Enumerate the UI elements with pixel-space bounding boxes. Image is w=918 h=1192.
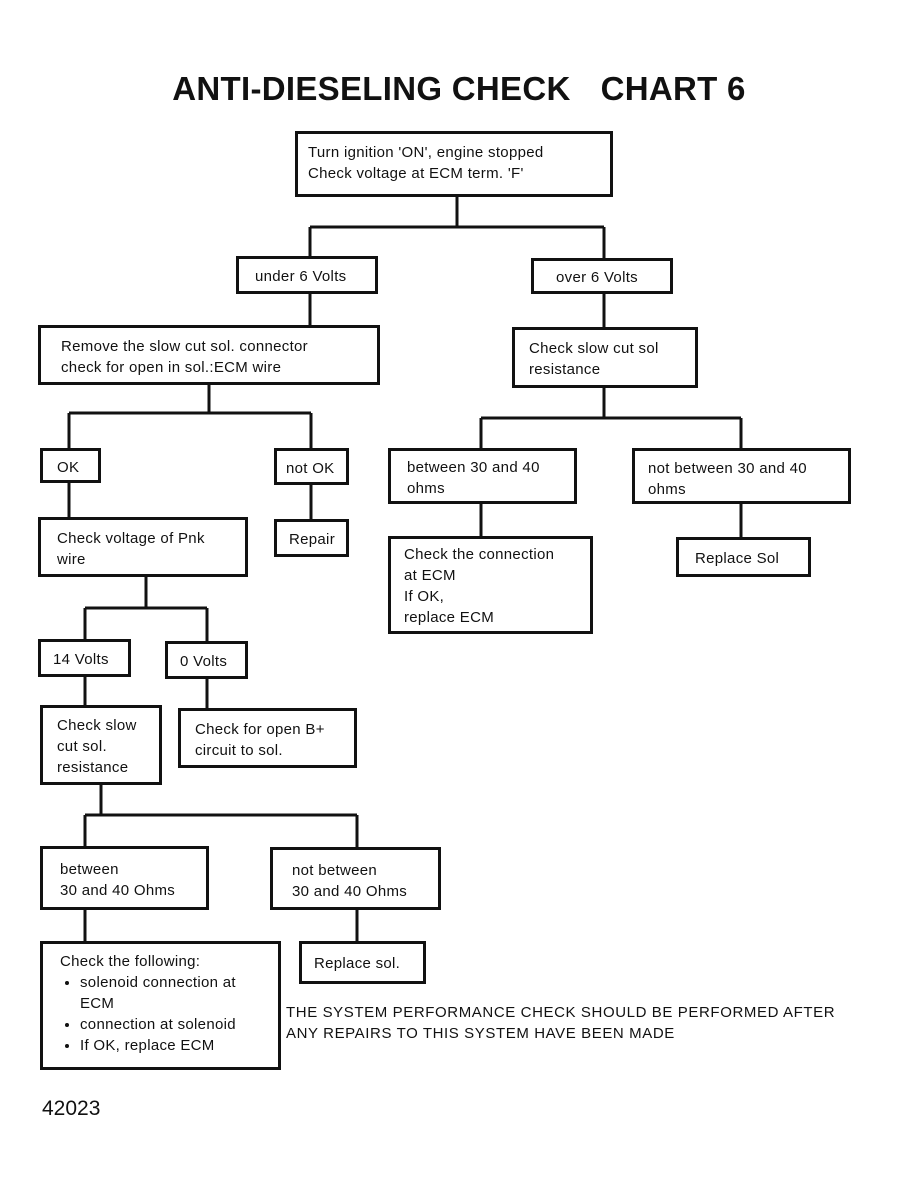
under-6-volts-box: under 6 Volts xyxy=(236,256,378,294)
ok-label: OK xyxy=(57,459,80,476)
chart-title-number: CHART 6 xyxy=(600,70,746,107)
system-performance-note: THE SYSTEM PERFORMANCE CHECK SHOULD BE P… xyxy=(286,1002,835,1044)
remove-connector-box: Remove the slow cut sol. connector check… xyxy=(38,325,380,385)
check-connection-ecm-box: Check the connection at ECM If OK, repla… xyxy=(388,536,593,634)
chart-title-main: ANTI-DIESELING CHECK xyxy=(172,70,571,107)
over-6-volts-box: over 6 Volts xyxy=(531,258,673,294)
repair-box: Repair xyxy=(274,519,349,557)
check-pnk-line-2: wire xyxy=(57,551,86,568)
not-between-30-40-ohms-right-box: not between 30 and 40 ohms xyxy=(632,448,851,504)
start-step-line-2: Check voltage at ECM term. 'F' xyxy=(308,165,524,182)
between-30-40-ohms-right-box: between 30 and 40 ohms xyxy=(388,448,577,504)
check-open-b-circuit-box: Check for open B+ circuit to sol. xyxy=(178,708,357,768)
check-connection-line-2: at ECM xyxy=(404,567,456,584)
replace-sol-left-box: Replace sol. xyxy=(299,941,426,984)
check-pnk-line-1: Check voltage of Pnk xyxy=(57,530,205,547)
not-ok-box: not OK xyxy=(274,448,349,485)
not-between-30-40-ohms-left-box: not between 30 and 40 Ohms xyxy=(270,847,441,910)
check-slow-cut-right-line-2: resistance xyxy=(529,361,601,378)
check-following-box: Check the following: solenoid connection… xyxy=(40,941,281,1070)
not-ok-label: not OK xyxy=(286,460,335,477)
remove-connector-line-1: Remove the slow cut sol. connector xyxy=(61,338,308,355)
replace-sol-right-label: Replace Sol xyxy=(695,550,780,567)
check-slow-cut-right-line-1: Check slow cut sol xyxy=(529,340,659,357)
0-volts-box: 0 Volts xyxy=(165,641,248,679)
over-6-volts-label: over 6 Volts xyxy=(556,269,638,286)
check-pnk-wire-box: Check voltage of Pnk wire xyxy=(38,517,248,577)
check-connection-line-1: Check the connection xyxy=(404,546,555,563)
14-volts-box: 14 Volts xyxy=(38,639,131,677)
not-between-right-line-1: not between 30 and 40 xyxy=(648,460,807,477)
remove-connector-line-2: check for open in sol.:ECM wire xyxy=(61,359,282,376)
between-right-line-2: ohms xyxy=(407,480,445,497)
figure-code: 42023 xyxy=(42,1097,101,1120)
between-left-line-1: between xyxy=(60,861,119,878)
repair-label: Repair xyxy=(289,531,335,548)
check-connection-line-3: If OK, xyxy=(404,588,445,605)
check-open-b-line-2: circuit to sol. xyxy=(195,742,283,759)
replace-sol-left-label: Replace sol. xyxy=(314,955,401,972)
check-following-list: solenoid connection at ECM connection at… xyxy=(60,972,261,1056)
between-right-line-1: between 30 and 40 xyxy=(407,459,540,476)
start-step-line-1: Turn ignition 'ON', engine stopped xyxy=(308,144,544,161)
check-slow-cut-resistance-right-box: Check slow cut sol resistance xyxy=(512,327,698,388)
check-following-heading: Check the following: xyxy=(60,953,201,970)
check-following-item: connection at solenoid xyxy=(80,1014,261,1035)
between-30-40-ohms-left-box: between 30 and 40 Ohms xyxy=(40,846,209,910)
note-line-2: ANY REPAIRS TO THIS SYSTEM HAVE BEEN MAD… xyxy=(286,1025,675,1042)
replace-sol-right-box: Replace Sol xyxy=(676,537,811,577)
not-between-left-line-2: 30 and 40 Ohms xyxy=(292,883,408,900)
check-slow-cut-resistance-left-box: Check slow cut sol. resistance xyxy=(40,705,162,785)
check-slow-cut-left-line-2: cut sol. xyxy=(57,738,107,755)
14-volts-label: 14 Volts xyxy=(53,651,109,668)
ok-box: OK xyxy=(40,448,101,483)
check-slow-cut-left-line-1: Check slow xyxy=(57,717,137,734)
not-between-right-line-2: ohms xyxy=(648,481,686,498)
start-step-box: Turn ignition 'ON', engine stopped Check… xyxy=(295,131,613,197)
check-following-item: solenoid connection at ECM xyxy=(80,972,265,1014)
not-between-left-line-1: not between xyxy=(292,862,378,879)
between-left-line-2: 30 and 40 Ohms xyxy=(60,882,176,899)
note-line-1: THE SYSTEM PERFORMANCE CHECK SHOULD BE P… xyxy=(286,1004,836,1021)
under-6-volts-label: under 6 Volts xyxy=(255,268,347,285)
check-open-b-line-1: Check for open B+ xyxy=(195,721,325,738)
0-volts-label: 0 Volts xyxy=(180,653,228,670)
chart-title: ANTI-DIESELING CHECK CHART 6 xyxy=(0,70,918,108)
check-following-item: If OK, replace ECM xyxy=(80,1035,261,1056)
check-slow-cut-left-line-3: resistance xyxy=(57,759,129,776)
check-connection-line-4: replace ECM xyxy=(404,609,494,626)
